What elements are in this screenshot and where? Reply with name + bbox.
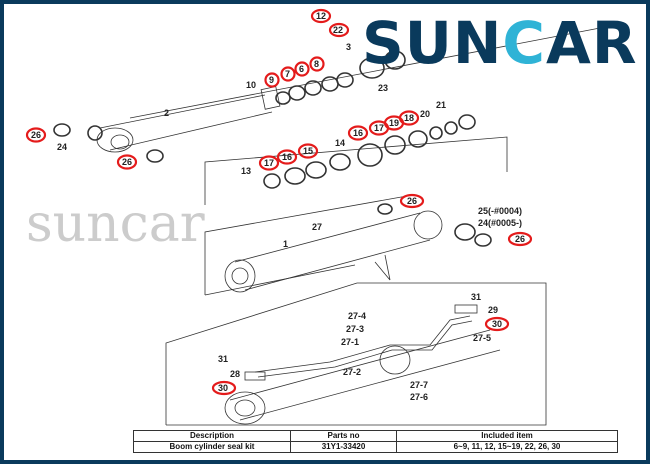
label-20: 20: [420, 109, 430, 119]
label-24: 24: [57, 142, 67, 152]
callout-22: 22: [333, 25, 343, 35]
parts-diagram: 22 12 3 9 7 6 8 10 23 2 26 24 26 21 20 1…: [4, 4, 646, 460]
piping-assembly: [224, 304, 501, 425]
callout-17: 17: [264, 158, 274, 168]
frame-box-tube: [204, 195, 408, 295]
seal-rings: [53, 50, 492, 247]
piston-rod: [96, 86, 281, 153]
frame-line: [204, 264, 356, 296]
callout-26: 26: [31, 130, 41, 140]
table-header-row: Description Parts no Included item: [133, 430, 618, 442]
logo-accent-letter: C: [502, 9, 546, 77]
table-row: Boom cylinder seal kit 31Y1-33420 6~9, 1…: [133, 441, 618, 453]
callout-30: 30: [492, 319, 502, 329]
label-27-5: 27-5: [473, 333, 491, 343]
label-25: 25(-#0004): [478, 206, 522, 216]
label-21: 21: [436, 100, 446, 110]
exploded-view-drawing: 22 12 3 9 7 6 8 10 23 2 26 24 26 21 20 1…: [25, 8, 601, 426]
label-31: 31: [218, 354, 228, 364]
label-27-3: 27-3: [346, 324, 364, 334]
red-callout-circles: [25, 8, 533, 396]
callout-16: 16: [282, 152, 292, 162]
label-28: 28: [230, 369, 240, 379]
logo-text: SUN: [362, 9, 503, 77]
callout-9: 9: [269, 75, 274, 85]
callout-19: 19: [389, 118, 399, 128]
label-27-1: 27-1: [341, 337, 359, 347]
label-31: 31: [471, 292, 481, 302]
label-27: 27: [312, 222, 322, 232]
label-1: 1: [283, 239, 288, 249]
logo-text: AR: [546, 9, 638, 77]
label-3: 3: [346, 42, 351, 52]
description-cell: Boom cylinder seal kit: [133, 441, 291, 453]
callout-30: 30: [218, 383, 228, 393]
label-27-4: 27-4: [348, 311, 366, 321]
column-header: Parts no: [290, 430, 397, 442]
label-24: 24(#0005-): [478, 218, 522, 228]
frame-box-piping: [165, 282, 547, 426]
label-10: 10: [246, 80, 256, 90]
callout-18: 18: [404, 113, 414, 123]
frame-line: [129, 27, 601, 119]
label-27-7: 27-7: [410, 380, 428, 390]
column-header: Description: [133, 430, 291, 442]
label-13: 13: [241, 166, 251, 176]
included-items-cell: 6~9, 11, 12, 15~19, 22, 26, 30: [396, 441, 618, 453]
callout-8: 8: [314, 59, 319, 69]
parts-no-cell: 31Y1-33420: [290, 441, 397, 453]
callout-26: 26: [407, 196, 417, 206]
part-labels: 22 12 3 9 7 6 8 10 23 2 26 24 26 21 20 1…: [31, 11, 525, 402]
column-header: Included item: [396, 430, 618, 442]
label-14: 14: [335, 138, 345, 148]
callout-17: 17: [374, 123, 384, 133]
label-2: 2: [164, 108, 169, 118]
frame-box-piston: [204, 136, 508, 205]
label-23: 23: [378, 83, 388, 93]
callout-7: 7: [285, 69, 290, 79]
callout-6: 6: [299, 64, 304, 74]
suncar-logo: SUNCAR: [362, 12, 638, 74]
watermark: suncar: [26, 194, 205, 254]
label-27-6: 27-6: [410, 392, 428, 402]
callout-26: 26: [122, 157, 132, 167]
callout-16: 16: [353, 128, 363, 138]
callout-26: 26: [515, 234, 525, 244]
label-29: 29: [488, 305, 498, 315]
callout-12: 12: [316, 11, 326, 21]
seal-kit-table: Description Parts no Included item Boom …: [133, 430, 618, 453]
label-27-2: 27-2: [343, 367, 361, 377]
cylinder-tube: [224, 210, 443, 293]
callout-15: 15: [303, 146, 313, 156]
